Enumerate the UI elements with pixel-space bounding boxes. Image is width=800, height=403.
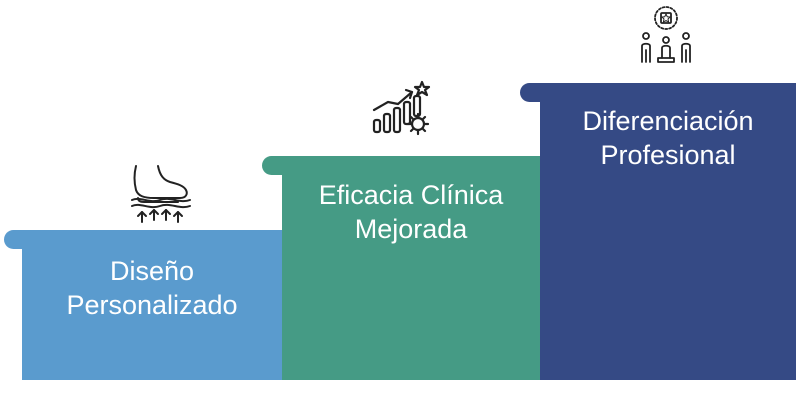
step-diseno-personalizado: Diseño Personalizado: [0, 230, 282, 380]
step-label: Eficacia Clínica Mejorada: [282, 178, 540, 246]
step-label: Diferenciación Profesional: [540, 104, 796, 172]
step-block: [22, 238, 282, 380]
step-label: Diseño Personalizado: [22, 254, 282, 322]
step-label-line1: Eficacia Clínica: [318, 180, 504, 210]
step-block: [540, 91, 796, 380]
foot-pressure-icon: [128, 160, 192, 224]
step-label-line1: Diferenciación: [582, 106, 754, 136]
step-label-line2: Profesional: [600, 140, 736, 170]
step-label-line2: Mejorada: [354, 214, 468, 244]
growth-chart-gear-icon: [370, 80, 434, 136]
step-block: [282, 164, 540, 380]
step-eficacia-clinica: Eficacia Clínica Mejorada: [262, 156, 540, 380]
step-label-line2: Personalizado: [66, 290, 238, 320]
step-label-line1: Diseño: [109, 256, 195, 286]
step-diferenciacion-profesional: Diferenciación Profesional: [520, 83, 796, 380]
award-people-icon: [636, 4, 696, 64]
